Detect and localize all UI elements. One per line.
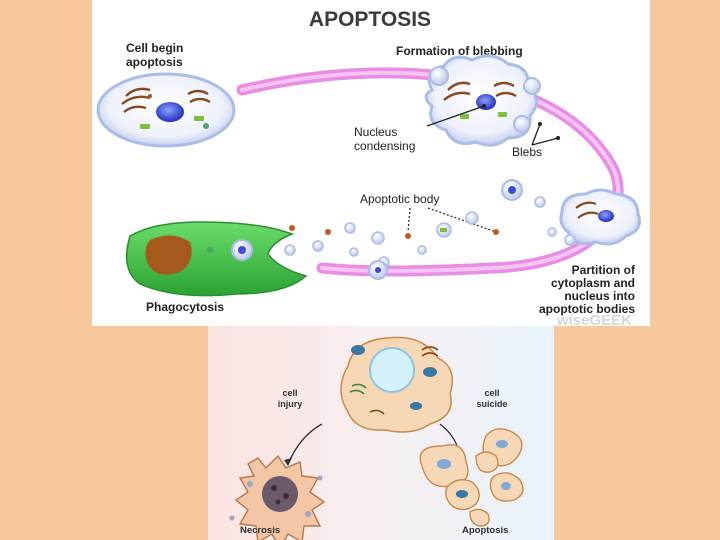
pointer-apoptotic-body (407, 207, 497, 233)
necrosis-apoptosis-diagram: cell injury cell suicide (208, 326, 554, 540)
label-apoptotic-body: Apoptotic body (360, 192, 439, 206)
necrotic-cell (229, 454, 326, 540)
label-cell-begin-line2: apoptosis (126, 55, 183, 69)
apoptotic-bodies (284, 179, 546, 280)
blebbing-cell (424, 54, 541, 147)
label-cell-suicide-line2: suicide (476, 399, 507, 409)
apoptosis-illustration: APOPTOSIS Cell begin apoptosis Formation… (96, 8, 641, 326)
comparison-illustration: cell injury cell suicide (229, 336, 524, 540)
normal-cell (340, 336, 453, 433)
pointer-nucleus (426, 105, 485, 127)
label-cell-begin-line1: Cell begin (126, 41, 183, 55)
phagocyte (125, 221, 308, 297)
label-cell-injury-line1: cell (282, 388, 297, 398)
label-phagocytosis: Phagocytosis (146, 300, 224, 314)
apoptotic-fragments (419, 428, 524, 527)
label-cell-injury-line2: injury (278, 399, 303, 409)
label-apoptosis: Apoptosis (462, 525, 508, 536)
arrow-to-necrosis (287, 423, 323, 465)
label-partition-line1: Partition of (572, 263, 636, 277)
label-blebs: Blebs (512, 145, 542, 159)
label-nucleus-line1: Nucleus (354, 125, 397, 139)
pointer-blebs (531, 123, 559, 146)
label-partition-line4: apoptotic bodies (539, 302, 635, 316)
label-cell-suicide-line1: cell (484, 388, 499, 398)
fragmenting-cell (547, 188, 641, 246)
label-necrosis: Necrosis (240, 525, 280, 536)
label-partition-line2: cytoplasm and (551, 276, 635, 290)
healthy-cell (96, 72, 236, 148)
label-nucleus-line2: condensing (354, 139, 415, 153)
watermark: wiseGEEK (556, 312, 632, 326)
label-partition-line3: nucleus into (564, 289, 635, 303)
apoptosis-diagram: APOPTOSIS Cell begin apoptosis Formation… (92, 0, 650, 326)
diagram-title: APOPTOSIS (309, 8, 431, 31)
